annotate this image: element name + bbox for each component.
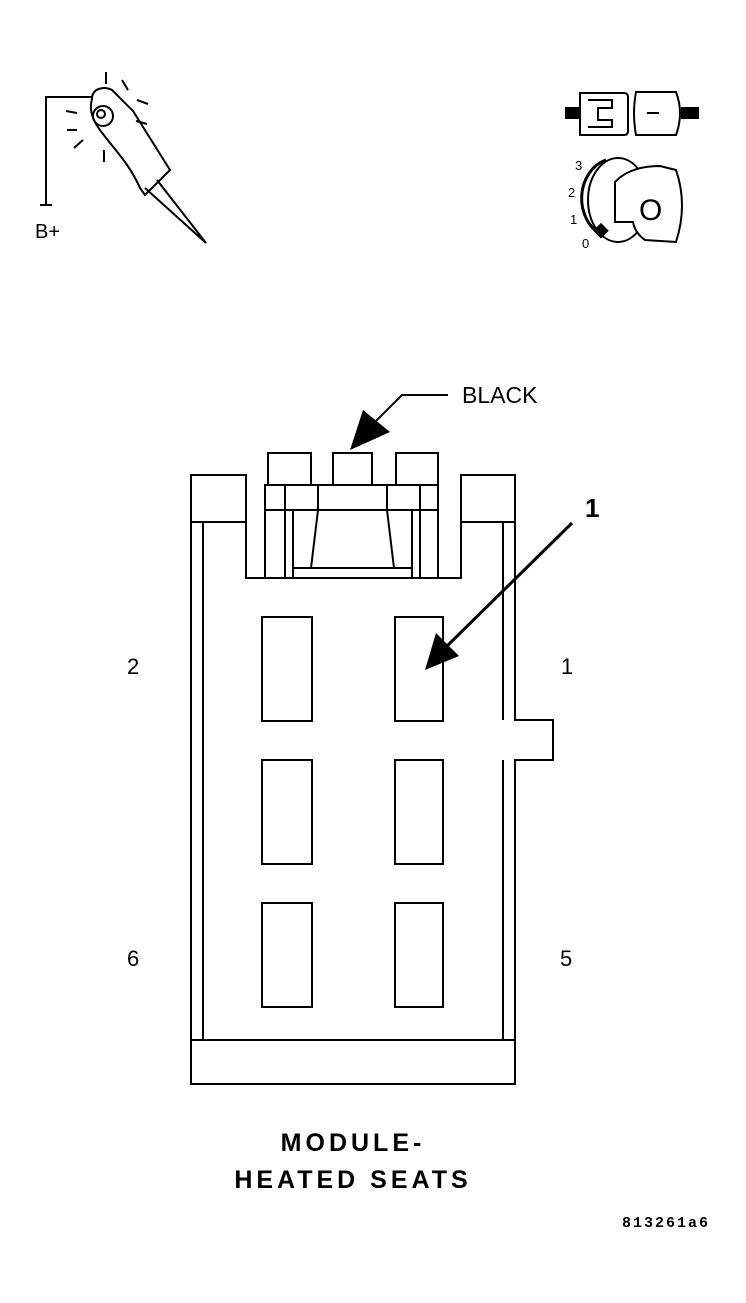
cavity-pin-4 bbox=[261, 759, 313, 865]
disconnected-connector-icon bbox=[565, 91, 699, 136]
supply-voltage-label: B+ bbox=[35, 221, 60, 243]
pin-callout-arrowhead bbox=[425, 633, 459, 670]
cavity-pin-3 bbox=[394, 759, 444, 865]
connector-housing bbox=[190, 452, 554, 1085]
wire-color-label: BLACK bbox=[462, 382, 538, 408]
cavity-pin-5 bbox=[394, 902, 444, 1008]
pin-cavities bbox=[261, 616, 444, 1008]
ignition-position-2: 2 bbox=[568, 185, 575, 200]
caption-line-1: MODULE- bbox=[281, 1129, 426, 1157]
ignition-position-3: 3 bbox=[575, 158, 582, 173]
cavity-pin-6 bbox=[261, 902, 313, 1008]
figure-reference-id: 813261a6 bbox=[622, 1215, 710, 1232]
caption-line-2: HEATED SEATS bbox=[234, 1166, 471, 1194]
ignition-position-0: 0 bbox=[582, 236, 589, 251]
pin-label-5: 5 bbox=[560, 946, 572, 971]
color-callout-arrowhead bbox=[350, 410, 390, 450]
ignition-key-letter: O bbox=[639, 194, 662, 227]
pin-label-6: 6 bbox=[127, 946, 139, 971]
cavity-pin-2 bbox=[261, 616, 313, 722]
test-light-icon bbox=[40, 72, 207, 244]
pin-callout-number: 1 bbox=[585, 493, 599, 523]
pin-label-1: 1 bbox=[561, 654, 573, 679]
color-callout-leader bbox=[374, 394, 448, 423]
cavity-pin-1 bbox=[394, 616, 444, 722]
pin-callout-leader bbox=[443, 521, 574, 650]
pin-label-2: 2 bbox=[127, 654, 139, 679]
ignition-position-1: 1 bbox=[570, 212, 577, 227]
ignition-switch-icon bbox=[580, 157, 683, 244]
